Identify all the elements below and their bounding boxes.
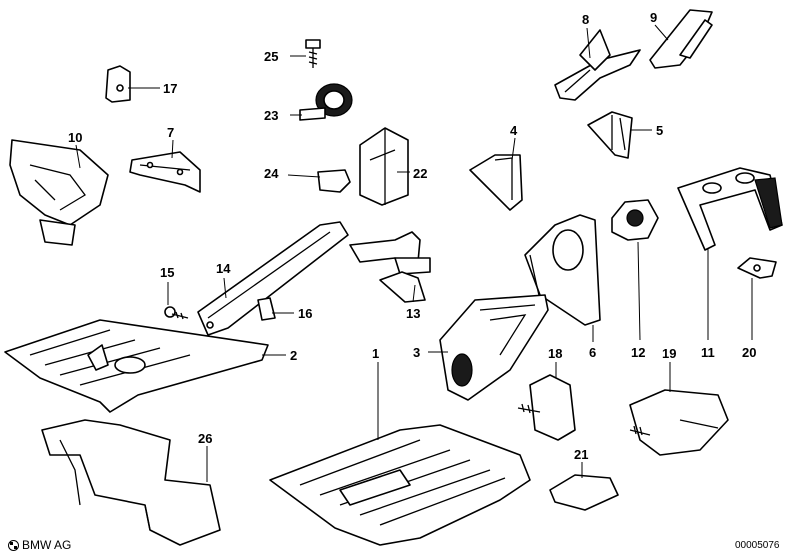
callout-24: 24 <box>264 166 279 181</box>
callout-20: 20 <box>742 345 756 360</box>
leader-12 <box>637 241 641 341</box>
callout-16: 16 <box>298 306 312 321</box>
copyright-notice: BMW AG <box>8 538 71 552</box>
part-10-bracket <box>9 139 109 246</box>
callout-26: 26 <box>198 431 212 446</box>
part-9-bracket <box>649 9 713 69</box>
callout-2: 2 <box>290 348 297 363</box>
part-8-bracket <box>554 29 641 101</box>
part-19-bracket <box>629 389 729 456</box>
part-1-floor-panel <box>269 424 531 546</box>
part-26-shield <box>41 419 221 546</box>
callout-14: 14 <box>216 261 231 276</box>
callout-21: 21 <box>574 447 588 462</box>
callout-1: 1 <box>372 346 379 361</box>
callout-13: 13 <box>406 306 420 321</box>
part-18-clip <box>517 374 576 441</box>
leader-24 <box>287 174 321 178</box>
part-3-bracket <box>439 294 549 401</box>
callout-5: 5 <box>656 123 663 138</box>
copyright-text: BMW AG <box>22 538 72 552</box>
leader-14 <box>223 277 227 299</box>
part-22-bracket <box>359 127 409 206</box>
callout-22: 22 <box>413 166 427 181</box>
callout-19: 19 <box>662 346 676 361</box>
part-11-bracket <box>677 167 783 251</box>
part-17-clip <box>105 65 131 103</box>
leader-13 <box>412 284 416 303</box>
part-14-strut <box>197 221 349 336</box>
callout-23: 23 <box>264 108 278 123</box>
callout-7: 7 <box>167 125 174 140</box>
copyright-icon <box>8 540 19 551</box>
callout-10: 10 <box>68 130 82 145</box>
callout-8: 8 <box>582 12 589 27</box>
callout-15: 15 <box>160 265 174 280</box>
callout-25: 25 <box>264 49 278 64</box>
leader-7 <box>171 139 174 159</box>
leader-10 <box>75 144 81 169</box>
leader-9 <box>654 24 669 41</box>
callout-4: 4 <box>510 123 518 138</box>
part-15-screw <box>164 306 189 320</box>
part-24-clip <box>317 169 351 193</box>
part-20-plate <box>737 257 777 279</box>
callout-18: 18 <box>548 346 562 361</box>
part-23-clamp <box>299 83 353 121</box>
callout-6: 6 <box>589 345 596 360</box>
callout-9: 9 <box>650 10 657 25</box>
part-13-bracket <box>349 231 431 303</box>
part-4-bracket <box>469 154 523 211</box>
part-16-clip <box>257 297 276 321</box>
part-12-bracket <box>611 199 659 241</box>
callout-11: 11 <box>701 345 715 360</box>
document-number: 00005076 <box>735 540 780 551</box>
part-5-bracket <box>587 111 633 159</box>
part-7-bracket <box>129 151 201 193</box>
callout-12: 12 <box>631 345 645 360</box>
part-21-bracket <box>549 474 619 511</box>
callout-3: 3 <box>413 345 420 360</box>
leader-8 <box>586 27 591 59</box>
part-2-floor-pan <box>4 319 269 413</box>
part-25-screw <box>305 39 321 68</box>
callout-17: 17 <box>163 81 177 96</box>
leader-4 <box>511 137 516 161</box>
